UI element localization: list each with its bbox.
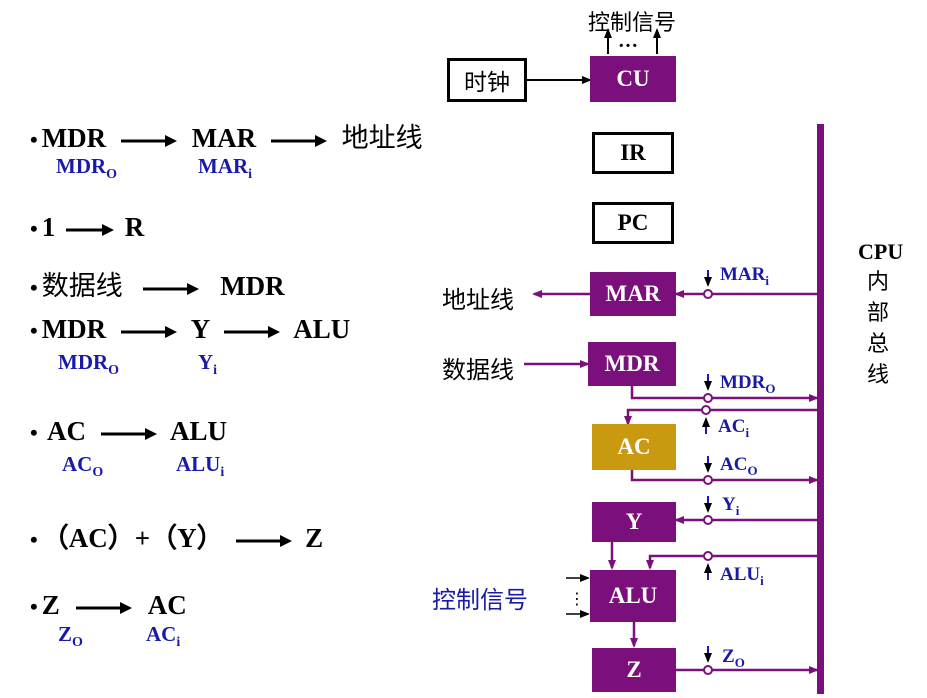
signal-y-i: Yi [722, 494, 740, 518]
signal-alu-i: ALUi [720, 564, 764, 588]
step-1-from: MDR [41, 123, 107, 153]
cu-control-arrows [604, 28, 661, 54]
top-control-signal-label: 控制信号 [588, 11, 677, 36]
arrow-icon [143, 282, 200, 296]
y-i-gate [703, 515, 713, 525]
step-5: • AC ALU [30, 416, 227, 446]
alu-control-arrows: ⋮ [566, 574, 590, 618]
pc-box: PC [592, 202, 674, 244]
step-4-to: Y [190, 314, 210, 344]
ac-i-gate [701, 405, 711, 415]
bus-to-ac-wire [624, 408, 817, 426]
signal-ac-o: ACO [720, 454, 758, 478]
step-1-signal-2: MARi [198, 154, 253, 183]
step-7-signal-1: ZO [58, 622, 83, 651]
ac-box: AC [592, 424, 676, 470]
step-4-signal-1: MDRO [58, 350, 120, 379]
cpu-internal-bus [817, 124, 824, 694]
cpu-internal-bus-label: CPU 内 部 总 线 [858, 239, 904, 388]
signal-mar-i: MARi [720, 264, 770, 288]
arrow-icon [270, 134, 327, 148]
step-1: •MDR MAR 地址线 [30, 123, 423, 154]
step-3: •数据线 MDR [30, 271, 285, 302]
arrow-icon [223, 325, 280, 339]
step-5-signal-2: ALUi [176, 452, 225, 481]
mar-box: MAR [590, 272, 676, 316]
step-1-to: MAR [191, 123, 257, 153]
signal-mdr-o: MDRO [720, 372, 776, 396]
arrow-icon [236, 534, 293, 548]
mar-i-gate [703, 289, 713, 299]
step-7-to: AC [147, 590, 187, 620]
step-5-from: AC [46, 416, 86, 446]
top-dots: … [618, 30, 638, 52]
arrow-icon [120, 134, 177, 148]
step-2-from: 1 [41, 212, 56, 242]
step-4-from: MDR [41, 314, 107, 344]
mdr-box: MDR [588, 342, 676, 386]
mdr-o-gate [703, 393, 713, 403]
svg-text:⋮: ⋮ [569, 589, 585, 608]
ir-box: IR [592, 132, 674, 174]
step-3-to: MDR [220, 271, 285, 301]
arrow-icon [65, 223, 114, 237]
alu-control-signal-label: 控制信号 [432, 586, 528, 614]
step-3-from: 数据线 [41, 271, 123, 302]
step-5-to: ALU [169, 416, 227, 446]
ac-o-gate [703, 475, 713, 485]
step-1-to2: 地址线 [341, 123, 423, 154]
step-2-to: R [124, 212, 145, 242]
step-6-expr: （AC）+（Y） [41, 523, 224, 553]
signal-ac-i: ACi [718, 416, 750, 440]
clock-box: 时钟 [447, 58, 527, 102]
step-4-signal-2: Yi [198, 350, 218, 379]
arrow-icon [76, 601, 133, 615]
bus-to-alu-wire [646, 554, 817, 570]
y-box: Y [592, 502, 676, 542]
address-bus-label: 地址线 [442, 286, 514, 314]
step-2: •1 R [30, 212, 145, 242]
arrow-icon [120, 325, 177, 339]
data-bus-label: 数据线 [442, 356, 514, 384]
z-o-gate [703, 665, 713, 675]
alu-i-gate [703, 551, 713, 561]
step-6-to: Z [305, 523, 324, 553]
cu-box: CU [590, 56, 676, 102]
mdr-to-bus-wire [630, 386, 819, 402]
step-7: •Z AC [30, 590, 187, 620]
alu-box: ALU [590, 570, 676, 622]
step-4-to2: ALU [293, 314, 351, 344]
ac-to-bus-wire [630, 470, 819, 484]
arrow-icon [100, 427, 157, 441]
z-box: Z [592, 648, 676, 692]
step-7-from: Z [41, 590, 60, 620]
step-6: •（AC）+（Y） Z [30, 523, 324, 553]
step-5-signal-1: ACO [62, 452, 104, 481]
step-7-signal-2: ACi [146, 622, 181, 651]
step-4: •MDR Y ALU [30, 314, 351, 344]
signal-z-o: ZO [722, 646, 745, 670]
step-1-signal-1: MDRO [56, 154, 118, 183]
